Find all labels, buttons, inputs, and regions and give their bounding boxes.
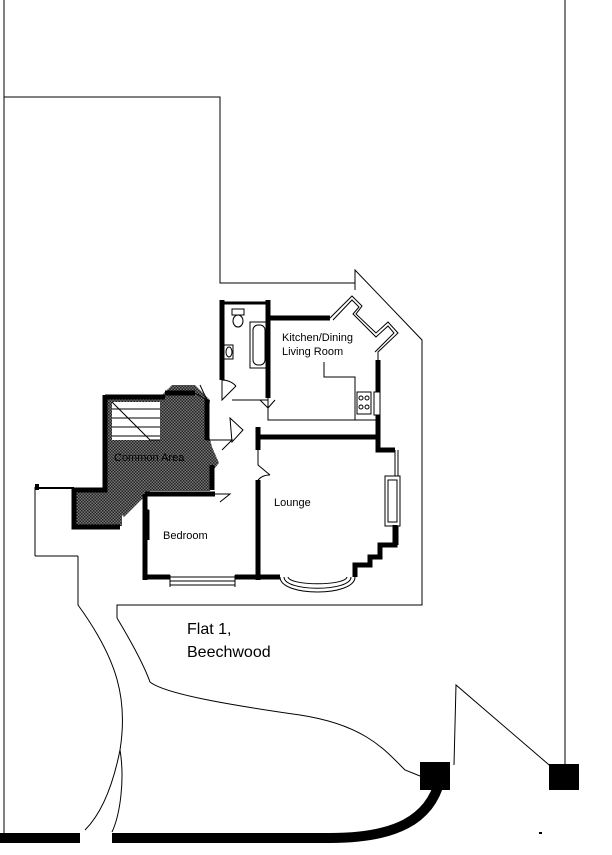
plan-title-line2: Beechwood [187, 644, 271, 661]
boundary-wall [0, 762, 579, 843]
kitchen-label-line1: Kitchen/Dining [282, 332, 353, 344]
marker-dot [539, 832, 542, 834]
walls [71, 300, 398, 580]
thin-partitions [232, 362, 378, 421]
driveway-paths [77, 556, 426, 833]
lounge-label: Lounge [274, 497, 311, 509]
bathroom-fittings [223, 308, 269, 369]
common-area-shading [74, 385, 219, 526]
site-boundary [3, 0, 566, 835]
kitchen-bay [329, 283, 399, 360]
cooker [356, 391, 381, 416]
common-area-label: Common Area [114, 452, 185, 464]
plan-title-line1: Flat 1, [187, 621, 231, 638]
bedroom-window [145, 509, 236, 587]
entrance-porch [35, 484, 74, 490]
kitchen-label-line2: Living Room [282, 346, 343, 358]
lounge-bay-window [279, 450, 401, 593]
bedroom-label: Bedroom [163, 530, 208, 542]
doors [194, 379, 276, 503]
